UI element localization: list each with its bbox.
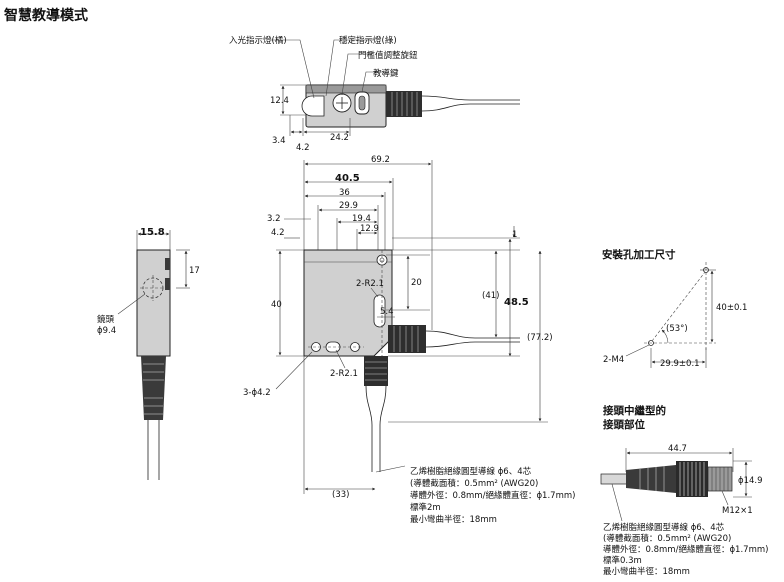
incident-led-icon bbox=[301, 95, 325, 117]
connector-title-1: 接頭中繼型的 bbox=[603, 404, 666, 417]
cable-spec-line5: 最小彎曲半徑：18mm bbox=[410, 514, 497, 525]
connector-spec-line5: 最小彎曲半徑：18mm bbox=[603, 566, 690, 577]
front-dim-d485: 48.5 bbox=[504, 297, 529, 308]
front-dim-d194: 19.4 bbox=[352, 214, 371, 224]
incident-led-label: 入光指示燈(橘) bbox=[229, 35, 287, 46]
front-dim-d36: 36 bbox=[339, 188, 350, 198]
front-dim-d32: 3.2 bbox=[267, 214, 281, 224]
cable-spec-line4: 標準2m bbox=[410, 502, 441, 513]
front-view: 69.2 40.5 36 29.9 19.4 12.9 3.2 4.2 bbox=[243, 155, 575, 525]
connector-spec-line4: 標準0.3m bbox=[603, 555, 642, 566]
connector-spec-line2: (導體截面積：0.5mm² (AWG20) bbox=[603, 533, 731, 544]
front-r21-top-label: 2-R2.1 bbox=[356, 279, 384, 289]
side-dim-d17: 17 bbox=[189, 266, 200, 276]
front-r21-bottom-label: 2-R2.1 bbox=[330, 369, 358, 379]
lens-dim: ϕ9.4 bbox=[97, 326, 116, 336]
connector-title-2: 接頭部位 bbox=[603, 418, 645, 431]
front-dim-d54: 5.4 bbox=[380, 307, 394, 317]
connector-d447: 44.7 bbox=[668, 444, 687, 454]
mounting-title: 安裝孔加工尺寸 bbox=[602, 248, 676, 261]
mounting-angle: (53°) bbox=[666, 324, 688, 334]
threshold-knob-label: 門檻值調整旋鈕 bbox=[358, 50, 418, 61]
connector-boot bbox=[626, 465, 676, 493]
side-view: 15.8 17 鏡頭 ϕ9.4 bbox=[97, 227, 200, 480]
mounting-d299: 29.9±0.1 bbox=[660, 359, 700, 369]
mounting-d40: 40±0.1 bbox=[716, 303, 747, 313]
stable-led-label: 穩定指示燈(綠) bbox=[339, 35, 397, 46]
connector-d149: ϕ14.9 bbox=[738, 476, 763, 486]
side-connector bbox=[141, 356, 166, 420]
front-dim-d20: 20 bbox=[411, 278, 422, 288]
front-vertical-connector bbox=[364, 356, 388, 386]
front-dim-d40: 40 bbox=[271, 300, 282, 310]
connector-detail: 接頭中繼型的 接頭部位 44.7 ϕ14.9 bbox=[600, 404, 768, 577]
page-title: 智慧教導模式 bbox=[4, 8, 88, 24]
top-dim-height: 12.4 bbox=[270, 96, 289, 106]
connector-cable bbox=[600, 473, 629, 485]
connector-m12: M12×1 bbox=[722, 506, 753, 516]
front-holes-label: 3-ϕ4.2 bbox=[243, 388, 271, 398]
mounting-hole-diagram: 安裝孔加工尺寸 40±0.1 (53°) 29.9±0.1 2-M4 bbox=[602, 248, 747, 369]
teach-button-label: 教導鍵 bbox=[373, 68, 399, 79]
front-dim-d1: 1 bbox=[512, 230, 517, 240]
top-dim-d2: 4.2 bbox=[296, 143, 310, 153]
front-dim-d129: 12.9 bbox=[360, 224, 379, 234]
side-dim-width: 15.8 bbox=[140, 227, 165, 238]
mounting-m4: 2-M4 bbox=[603, 355, 624, 365]
front-dim-d772: (77.2) bbox=[527, 333, 553, 343]
connector-spec-line3: 導體外徑：0.8mm/絕緣體直徑：ϕ1.7mm) bbox=[603, 544, 768, 555]
front-dim-d405: 40.5 bbox=[335, 173, 360, 184]
front-dim-total: 69.2 bbox=[371, 155, 390, 165]
sensor-front-body bbox=[303, 249, 393, 357]
front-dim-d299: 29.9 bbox=[339, 201, 358, 211]
front-dim-d42: 4.2 bbox=[271, 228, 285, 238]
top-view: 入光指示燈(橘) 穩定指示燈(綠) 門檻值調整旋鈕 教導鍵 12.4 3.4 4… bbox=[229, 35, 520, 153]
cable-spec-line1: 乙烯樹脂絕緣圓型導線 ϕ6、4芯 bbox=[410, 466, 532, 477]
cable-spec-line2: (導體截面積：0.5mm² (AWG20) bbox=[410, 478, 538, 489]
front-dim-d33: (33) bbox=[332, 490, 349, 500]
lens-label: 鏡頭 bbox=[97, 314, 115, 325]
top-dim-d1: 3.4 bbox=[272, 136, 286, 146]
top-dim-d3: 24.2 bbox=[330, 133, 349, 143]
connector-spec-line1: 乙烯樹脂絕緣圓型導線 ϕ6、4芯 bbox=[603, 522, 725, 533]
sensor-side-body bbox=[136, 249, 171, 357]
cable-spec-line3: 導體外徑：0.8mm/絕緣體直徑：ϕ1.7mm) bbox=[410, 490, 575, 501]
front-dim-d41: (41) bbox=[482, 291, 499, 301]
